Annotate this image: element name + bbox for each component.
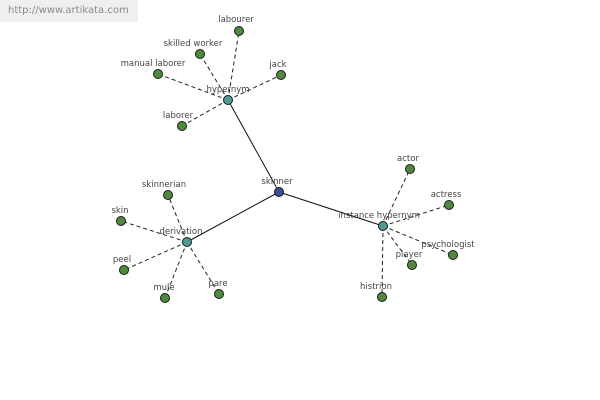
leaf-label-player: player: [396, 250, 423, 260]
edge-instance-hypernym-player: [382, 225, 413, 266]
site-url-banner[interactable]: http://www.artikata.com: [0, 0, 138, 22]
leaf-node-player[interactable]: [407, 260, 417, 270]
edge-derivation-peel: [123, 241, 188, 271]
leaf-label-psychologist: psychologist: [421, 240, 475, 250]
leaf-node-labourer[interactable]: [234, 26, 244, 36]
edge-derivation-mule: [164, 241, 188, 299]
leaf-label-mule: mule: [153, 283, 174, 293]
graph-labels: labourer skilled worker manual laborer jack…: [111, 15, 475, 293]
edge-derivation-skin: [120, 220, 188, 243]
leaf-label-skin: skin: [111, 206, 128, 216]
edge-hypernym-jack: [227, 74, 282, 101]
relation-node-derivation[interactable]: [182, 237, 192, 247]
leaf-node-peel[interactable]: [119, 265, 129, 275]
center-node-skinner[interactable]: [274, 187, 284, 197]
leaf-label-actor: actor: [397, 154, 419, 164]
leaf-label-pare: pare: [208, 279, 227, 289]
leaf-label-jack: jack: [268, 60, 286, 70]
leaf-label-peel: peel: [113, 255, 131, 265]
leaf-node-skinnerian[interactable]: [163, 190, 173, 200]
edge-instance-hypernym-actress: [382, 204, 450, 227]
edge-instance-hypernym-actor: [382, 168, 411, 227]
leaf-node-manual-laborer[interactable]: [153, 69, 163, 79]
relation-label-instance-hypernym: instance hypernym: [338, 211, 420, 221]
leaf-node-skilled-worker[interactable]: [195, 49, 205, 59]
leaf-node-actor[interactable]: [405, 164, 415, 174]
edge-instance-hypernym-histrion: [381, 225, 384, 298]
leaf-label-skinnerian: skinnerian: [142, 180, 186, 190]
leaf-node-actress[interactable]: [444, 200, 454, 210]
relation-label-hypernym: hypernym: [206, 85, 249, 95]
leaf-label-histrion: histrion: [360, 282, 392, 292]
center-label-skinner: skinner: [261, 177, 293, 187]
leaf-node-mule[interactable]: [160, 293, 170, 303]
graph-nodes: [116, 26, 458, 303]
relation-node-hypernym[interactable]: [223, 95, 233, 105]
leaf-node-skin[interactable]: [116, 216, 126, 226]
leaf-label-laborer: laborer: [163, 111, 194, 121]
edge-skinner-instance-hypernym: [278, 191, 384, 227]
edge-hypernym-laborer: [181, 99, 229, 127]
edge-hypernym-manual-laborer: [157, 73, 229, 101]
edge-derivation-skinnerian: [167, 194, 188, 243]
leaf-node-histrion[interactable]: [377, 292, 387, 302]
leaf-label-actress: actress: [431, 190, 462, 200]
relation-label-derivation: derivation: [159, 227, 202, 237]
edge-skinner-derivation: [186, 191, 280, 243]
leaf-label-manual-laborer: manual laborer: [121, 59, 186, 69]
edge-instance-hypernym-psychologist: [382, 225, 454, 256]
leaf-node-psychologist[interactable]: [448, 250, 458, 260]
leaf-node-pare[interactable]: [214, 289, 224, 299]
edge-hypernym-labourer: [227, 30, 240, 101]
leaf-label-skilled-worker: skilled worker: [164, 39, 223, 49]
leaf-label-labourer: labourer: [218, 15, 254, 25]
leaf-node-laborer[interactable]: [177, 121, 187, 131]
leaf-node-jack[interactable]: [276, 70, 286, 80]
edge-hypernym-skilled-worker: [199, 53, 229, 101]
graph-edges: [120, 30, 454, 299]
relation-node-instance-hypernym[interactable]: [378, 221, 388, 231]
edge-derivation-pare: [186, 241, 220, 295]
edge-skinner-hypernym: [227, 99, 280, 193]
